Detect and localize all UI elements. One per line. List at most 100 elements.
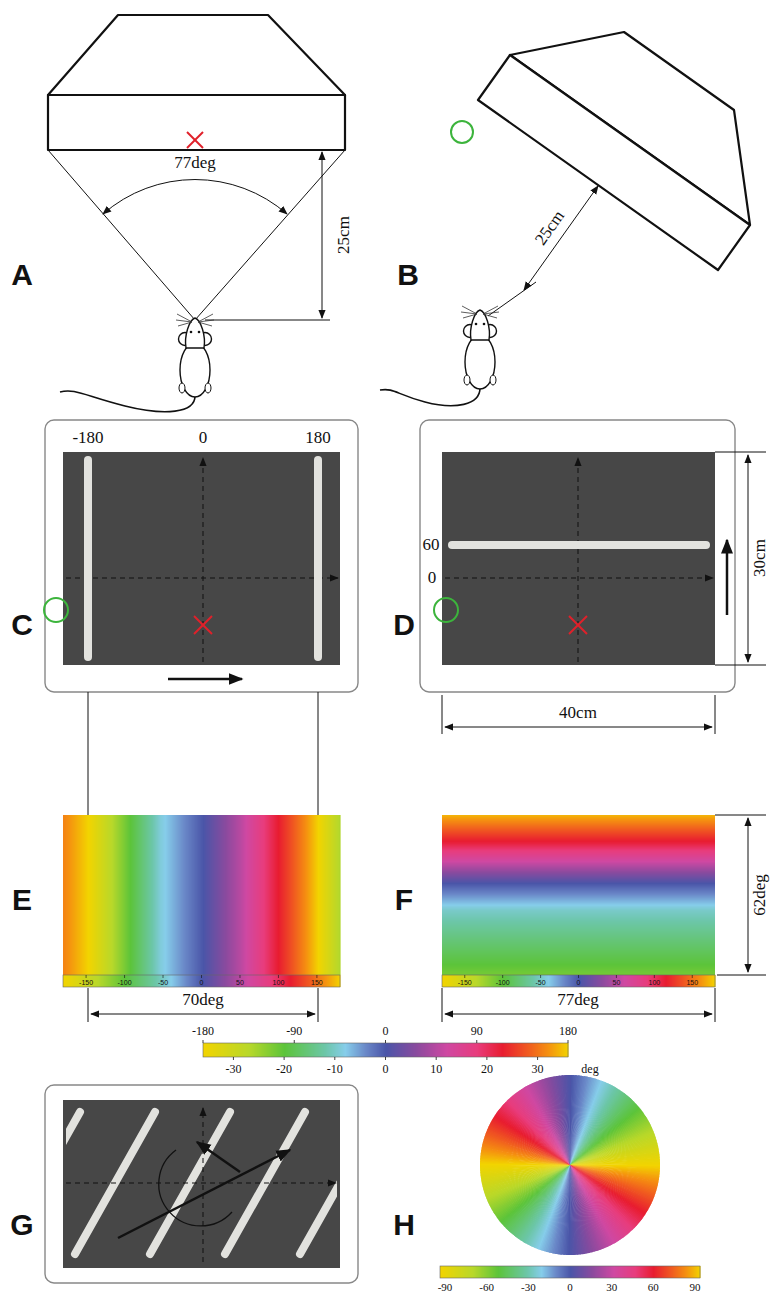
color-bar-border <box>442 975 715 987</box>
tick-mark <box>294 1040 295 1043</box>
screen-area <box>63 1100 340 1268</box>
tick-mark <box>537 1057 538 1060</box>
dimension-label: 70deg <box>182 990 224 1010</box>
phase-map <box>63 815 341 975</box>
screen-frame <box>45 1085 358 1283</box>
extension-line <box>715 988 716 1022</box>
mouse-whisker <box>198 314 213 322</box>
mouse-body <box>180 343 210 397</box>
mouse-whisker <box>177 314 192 322</box>
axis-line <box>66 578 338 579</box>
dimension-label: -180 <box>72 428 103 448</box>
panel-letter: G <box>10 1208 33 1242</box>
scale-number: 0 <box>383 1024 389 1039</box>
extension-line <box>488 282 536 316</box>
dimension-line <box>322 152 323 318</box>
mouse-foot <box>464 375 470 385</box>
mouse-foot <box>205 383 211 393</box>
mouse-whisker <box>461 312 477 314</box>
green-marker <box>44 598 68 622</box>
fixation-cross <box>187 132 203 148</box>
motion-arrow <box>118 1150 290 1238</box>
dimension-label: 60 <box>423 535 440 555</box>
scale-number: 150 <box>686 979 698 986</box>
tick-mark <box>284 1057 285 1060</box>
green-marker <box>434 598 458 622</box>
scale-number: 50 <box>236 979 244 986</box>
tick-mark <box>233 1057 234 1060</box>
scale-number: -50 <box>536 979 546 986</box>
tick-mark <box>124 975 125 978</box>
monitor-front <box>478 55 750 270</box>
dimension-label: 77deg <box>557 990 599 1010</box>
mouse-whisker <box>198 320 214 322</box>
bar-stimulus <box>314 460 322 657</box>
tick-mark <box>436 1057 437 1060</box>
view-line <box>195 150 345 320</box>
extension-line <box>715 815 766 816</box>
fixation-cross <box>569 616 587 634</box>
tick-mark <box>486 1057 487 1060</box>
dimension-label: 25cm <box>334 216 354 254</box>
extension-line <box>715 452 766 453</box>
scale-number: -30 <box>225 1062 241 1077</box>
scale-number: 90 <box>471 1024 483 1039</box>
mouse-head <box>471 310 490 340</box>
dimension-label: 62deg <box>750 874 770 916</box>
mouse-whisker <box>463 314 477 318</box>
scale-number: -60 <box>479 1281 494 1293</box>
monitor-top <box>48 15 345 95</box>
mouse-foot <box>490 375 496 385</box>
screen-frame <box>45 420 358 692</box>
tick-mark <box>86 975 87 978</box>
extension-line <box>318 692 319 815</box>
phase-map <box>442 815 715 976</box>
grating-bars <box>66 1112 337 1254</box>
orientation-wheel <box>480 1075 660 1255</box>
tick-mark <box>334 1057 335 1060</box>
extension-line <box>717 975 766 976</box>
scale-number: 0 <box>577 979 581 986</box>
scale-number: -90 <box>438 1281 453 1293</box>
tick-mark <box>616 975 617 978</box>
scale-number: -180 <box>192 1024 214 1039</box>
tick-mark <box>385 1040 386 1043</box>
dimension-label: 25cm <box>531 207 569 249</box>
dimension-label: 30cm <box>750 539 770 577</box>
mouse-whisker <box>483 312 499 314</box>
panel-letter: E <box>12 883 32 917</box>
extension-line <box>442 695 443 734</box>
scale-number: -30 <box>521 1281 536 1293</box>
dimension-label: 180 <box>305 428 331 448</box>
angle-arc <box>103 180 287 214</box>
dimension-line <box>445 1014 712 1015</box>
axis-line <box>203 458 204 662</box>
extension-line <box>88 988 89 1022</box>
mouse-foot <box>179 383 185 393</box>
tick-mark <box>568 1040 569 1043</box>
axis-line <box>578 458 579 662</box>
scale-number: 30 <box>532 1062 544 1077</box>
screen-frame <box>420 420 735 692</box>
tick-mark <box>578 975 579 978</box>
axis-line <box>445 578 713 579</box>
axis-line <box>66 1183 336 1184</box>
color-bar <box>442 975 716 987</box>
extension-line <box>88 692 89 815</box>
scale-number: -150 <box>79 979 93 986</box>
mouse-whisker <box>198 322 212 326</box>
scale-number: 50 <box>613 979 621 986</box>
tick-mark <box>464 975 465 978</box>
extension-line <box>715 695 716 734</box>
tick-mark <box>385 1057 386 1060</box>
color-bar-border <box>203 1043 568 1057</box>
dimension-label: 0 <box>428 568 437 588</box>
mouse-body <box>465 335 495 389</box>
dimension-line <box>91 1014 315 1015</box>
tick-mark <box>239 975 240 978</box>
extension-line <box>318 988 319 1022</box>
tick-mark <box>502 975 503 978</box>
panel-letter: C <box>11 608 33 642</box>
rotation-arrow <box>197 1142 240 1172</box>
